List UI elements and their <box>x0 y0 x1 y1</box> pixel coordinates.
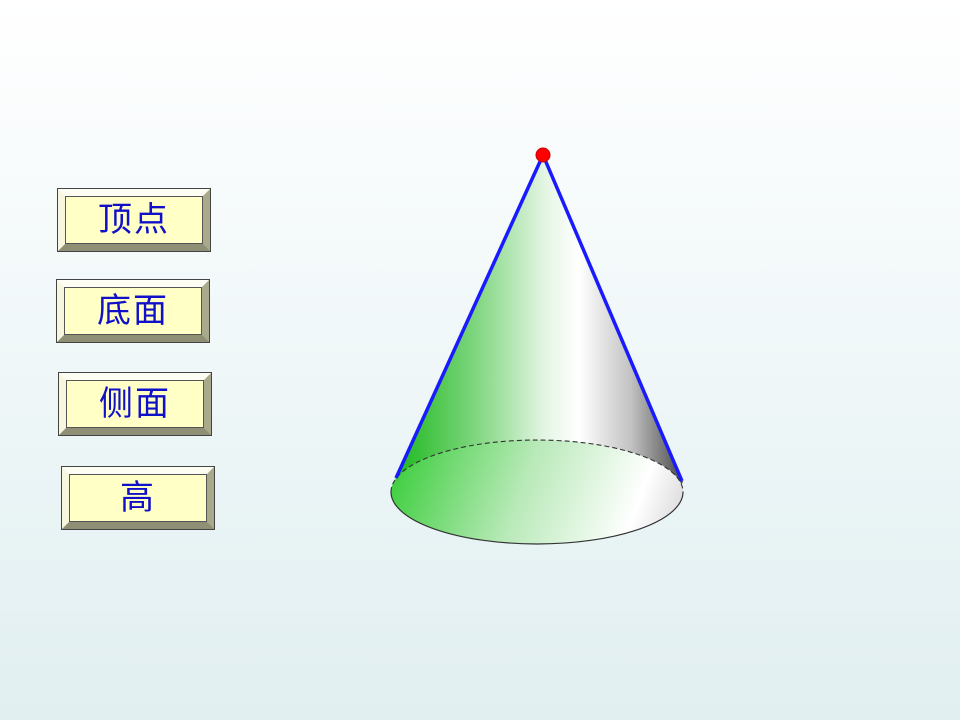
lateral-face-button[interactable]: 侧面 <box>58 372 212 436</box>
vertex-button-face: 顶点 <box>65 196 203 244</box>
vertex-button[interactable]: 顶点 <box>57 188 211 252</box>
cone-base-ellipse <box>391 440 683 544</box>
cone-right-generatrix <box>541 154 684 482</box>
cone-apex-point <box>535 147 551 163</box>
base-button-label: 底面 <box>97 291 169 331</box>
base-button[interactable]: 底面 <box>56 279 210 343</box>
cone-base-front-edge <box>390 491 684 545</box>
base-button-face: 底面 <box>64 287 202 335</box>
vertex-button-label: 顶点 <box>98 200 170 240</box>
cone-left-generatrix <box>394 154 545 479</box>
height-button-face: 高 <box>69 474 207 522</box>
height-button-label: 高 <box>120 478 156 518</box>
height-button[interactable]: 高 <box>61 466 215 530</box>
cone-base-hidden-edge <box>390 439 684 493</box>
cone-lateral-surface <box>395 155 683 524</box>
lateral-face-button-face: 侧面 <box>66 380 204 428</box>
lateral-face-button-label: 侧面 <box>99 384 171 424</box>
